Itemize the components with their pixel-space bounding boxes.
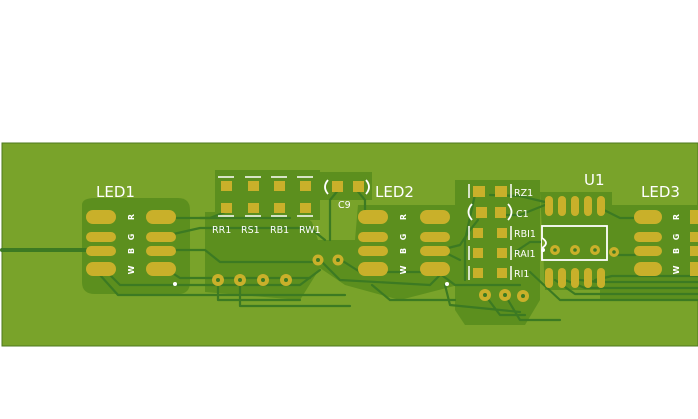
u1-pin[interactable] bbox=[545, 196, 553, 216]
led3-label: LED3 bbox=[641, 183, 680, 201]
led2-pad[interactable] bbox=[358, 210, 388, 224]
rw1-label: RW1 bbox=[299, 225, 321, 236]
via bbox=[173, 282, 177, 286]
via bbox=[445, 282, 449, 286]
rs1-pad-top[interactable] bbox=[248, 181, 259, 191]
led2-pin-g: G bbox=[399, 234, 408, 241]
resistor-bank-1[interactable]: RR1 RS1 RB1 RW1 bbox=[212, 176, 321, 236]
u1-pin[interactable] bbox=[597, 268, 605, 288]
led1-label: LED1 bbox=[96, 183, 135, 201]
c9-pad[interactable] bbox=[332, 181, 343, 192]
u1-pin[interactable] bbox=[571, 268, 579, 288]
u1-pin[interactable] bbox=[597, 196, 605, 216]
led3-pad[interactable] bbox=[690, 210, 698, 224]
rbi1-pad[interactable] bbox=[473, 228, 483, 238]
led2-label: LED2 bbox=[375, 183, 414, 201]
rbi1-pad[interactable] bbox=[497, 228, 507, 238]
rr1-pad-top[interactable] bbox=[221, 181, 232, 191]
rb1-label: RB1 bbox=[270, 225, 289, 236]
led2-component[interactable]: LED2 R G B W bbox=[358, 183, 450, 276]
led1-pin-g: G bbox=[127, 234, 136, 241]
led2-pad[interactable] bbox=[420, 210, 450, 224]
rbi1-label: RBI1 bbox=[514, 229, 536, 240]
led2-pad[interactable] bbox=[420, 246, 450, 256]
u1-pin[interactable] bbox=[584, 196, 592, 216]
rr1-label: RR1 bbox=[212, 225, 231, 236]
rz1-pad[interactable] bbox=[495, 186, 507, 197]
header-connector-1[interactable] bbox=[212, 274, 292, 286]
led2-pin-b: B bbox=[399, 248, 408, 254]
led2-pin-w: W bbox=[399, 265, 408, 274]
c9-pad[interactable] bbox=[353, 181, 364, 192]
led3-pad[interactable] bbox=[634, 232, 662, 242]
led2-pin-r: R bbox=[399, 214, 408, 220]
c9-label: C9 bbox=[338, 200, 351, 211]
led2-pad[interactable] bbox=[358, 246, 388, 256]
rw1-pad-bottom[interactable] bbox=[300, 203, 311, 213]
u1-component[interactable]: U1 bbox=[541, 171, 619, 288]
led3-pin-w: W bbox=[672, 265, 681, 274]
led1-pad[interactable] bbox=[86, 262, 116, 276]
led3-pad[interactable] bbox=[634, 262, 662, 276]
led3-pin-r: R bbox=[672, 214, 681, 220]
resistor-column-2[interactable]: RZ1 C1 RBI1 RAI1 RI1 bbox=[467, 184, 536, 280]
u1-label: U1 bbox=[584, 171, 605, 189]
led1-pad[interactable] bbox=[146, 210, 176, 224]
u1-pin[interactable] bbox=[558, 196, 566, 216]
led2-pad[interactable] bbox=[420, 262, 450, 276]
header-connector-2[interactable] bbox=[479, 289, 529, 302]
rai1-pad[interactable] bbox=[473, 248, 483, 258]
led1-pad[interactable] bbox=[146, 246, 176, 256]
led3-pad[interactable] bbox=[634, 210, 662, 224]
rs1-pad-bottom[interactable] bbox=[248, 203, 259, 213]
rai1-pad[interactable] bbox=[497, 248, 507, 258]
led3-pad[interactable] bbox=[690, 246, 698, 256]
led2-pad[interactable] bbox=[358, 232, 388, 242]
led1-pin-r: R bbox=[127, 214, 136, 220]
rb1-pad-top[interactable] bbox=[274, 181, 285, 191]
led1-pad[interactable] bbox=[86, 232, 116, 242]
led1-pad[interactable] bbox=[146, 232, 176, 242]
led3-component[interactable]: LED3 R G B W bbox=[634, 183, 698, 276]
led1-pin-b: B bbox=[127, 248, 136, 254]
c1-label: C1 bbox=[516, 209, 529, 220]
led3-pad[interactable] bbox=[690, 262, 698, 276]
led2-pad[interactable] bbox=[420, 232, 450, 242]
ri1-label: RI1 bbox=[514, 269, 529, 280]
board-outline bbox=[1, 142, 698, 347]
c9-component[interactable]: C9 bbox=[324, 179, 370, 211]
rs1-label: RS1 bbox=[241, 225, 260, 236]
via-pair[interactable] bbox=[312, 254, 344, 266]
u1-pin[interactable] bbox=[545, 268, 553, 288]
u1-pin[interactable] bbox=[571, 196, 579, 216]
u1-pin[interactable] bbox=[558, 268, 566, 288]
c1-pad[interactable] bbox=[495, 207, 506, 218]
led1-pin-w: W bbox=[127, 265, 136, 274]
led1-pad[interactable] bbox=[86, 210, 116, 224]
led3-pin-b: B bbox=[672, 248, 681, 254]
c1-pad[interactable] bbox=[476, 207, 487, 218]
u1-pin[interactable] bbox=[584, 268, 592, 288]
rr1-pad-bottom[interactable] bbox=[221, 203, 232, 213]
ri1-pad[interactable] bbox=[473, 268, 483, 278]
led2-pad[interactable] bbox=[358, 262, 388, 276]
led3-pad[interactable] bbox=[690, 232, 698, 242]
rz1-label: RZ1 bbox=[514, 188, 533, 199]
ri1-pad[interactable] bbox=[497, 268, 507, 278]
rw1-pad-top[interactable] bbox=[300, 181, 311, 191]
led3-pad[interactable] bbox=[634, 246, 662, 256]
led3-pin-g: G bbox=[672, 234, 681, 241]
led1-pad[interactable] bbox=[86, 246, 116, 256]
led1-pad[interactable] bbox=[146, 262, 176, 276]
rb1-pad-bottom[interactable] bbox=[274, 203, 285, 213]
rz1-pad[interactable] bbox=[473, 186, 485, 197]
led1-component[interactable]: LED1 R G B W bbox=[86, 183, 176, 276]
rai1-label: RAI1 bbox=[514, 249, 536, 260]
